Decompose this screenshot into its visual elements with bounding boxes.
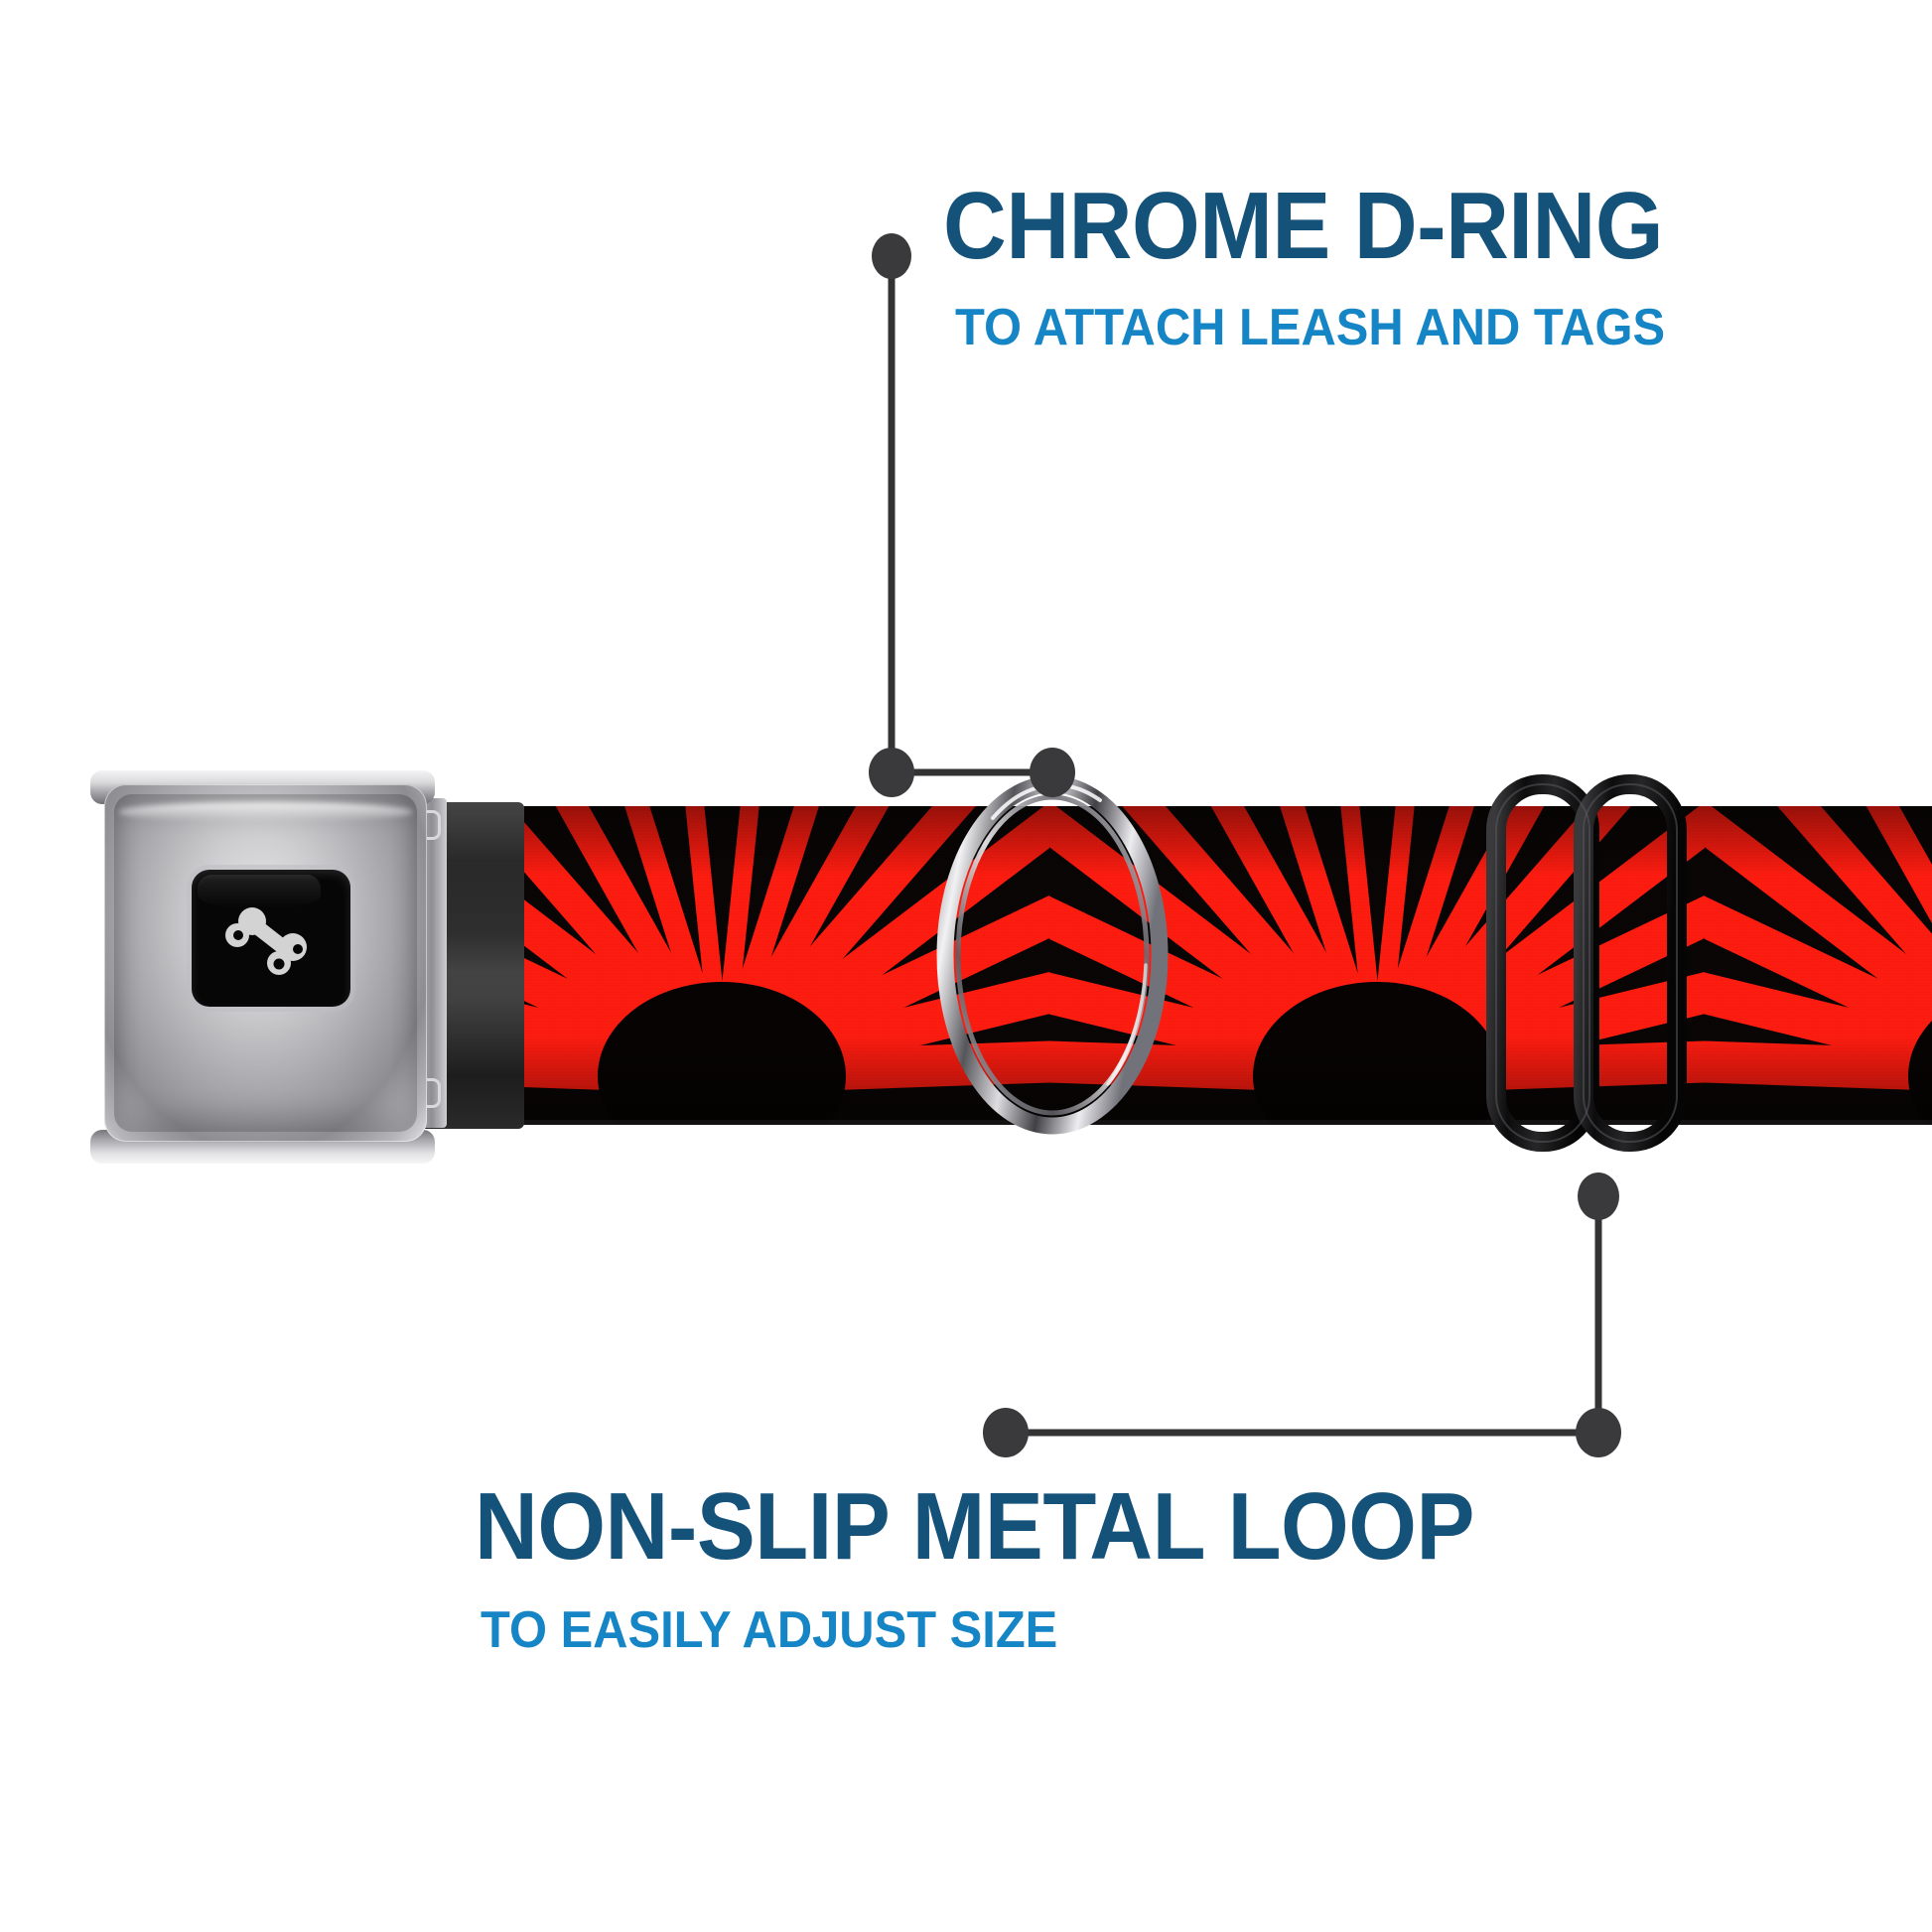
slider-loop-left-highlight bbox=[1495, 783, 1590, 1143]
callout-title-non-slip-metal-loop: NON-SLIP METAL LOOP bbox=[475, 1473, 1474, 1580]
callout-chrome-d-ring: CHROME D-RING TO ATTACH LEASH AND TAGS bbox=[943, 173, 1725, 356]
d-ring-outer bbox=[936, 775, 1169, 1135]
leader-dot-icon bbox=[1576, 1408, 1621, 1457]
buckle-clip-top bbox=[423, 810, 441, 840]
slider-loop-icon[interactable] bbox=[1484, 774, 1693, 1152]
leader-dot-icon bbox=[983, 1408, 1029, 1457]
buckle-window-gloss bbox=[198, 875, 321, 908]
slider-loop-right-highlight bbox=[1583, 783, 1678, 1143]
callout-non-slip-metal-loop: NON-SLIP METAL LOOP TO EASILY ADJUST SIZ… bbox=[475, 1473, 1562, 1659]
leader-line-loop bbox=[983, 1173, 1621, 1457]
buckle-logo-window bbox=[192, 870, 350, 1007]
strap-shading bbox=[452, 806, 1932, 1125]
buckle-clip-bottom bbox=[423, 1078, 441, 1108]
callout-title-chrome-d-ring: CHROME D-RING bbox=[943, 173, 1664, 279]
product-photo-group bbox=[0, 770, 1932, 1181]
dog-bone-icon bbox=[225, 907, 307, 975]
buckle-highlight bbox=[118, 802, 413, 822]
seatbelt-buckle[interactable] bbox=[90, 770, 447, 1164]
collar-strap bbox=[452, 806, 1932, 1125]
leader-dot-icon bbox=[872, 233, 911, 279]
d-ring-inner bbox=[955, 794, 1150, 1116]
callout-subtitle-chrome-d-ring: TO ATTACH LEASH AND TAGS bbox=[955, 299, 1666, 356]
callout-subtitle-non-slip-metal-loop: TO EASILY ADJUST SIZE bbox=[481, 1601, 1058, 1659]
sun-disc bbox=[598, 982, 846, 1125]
d-ring-highlight-2 bbox=[1106, 963, 1148, 1086]
sun-pattern-tile bbox=[1705, 806, 1932, 1125]
d-ring-icon[interactable] bbox=[933, 757, 1172, 1154]
sun-disc bbox=[1253, 982, 1501, 1125]
